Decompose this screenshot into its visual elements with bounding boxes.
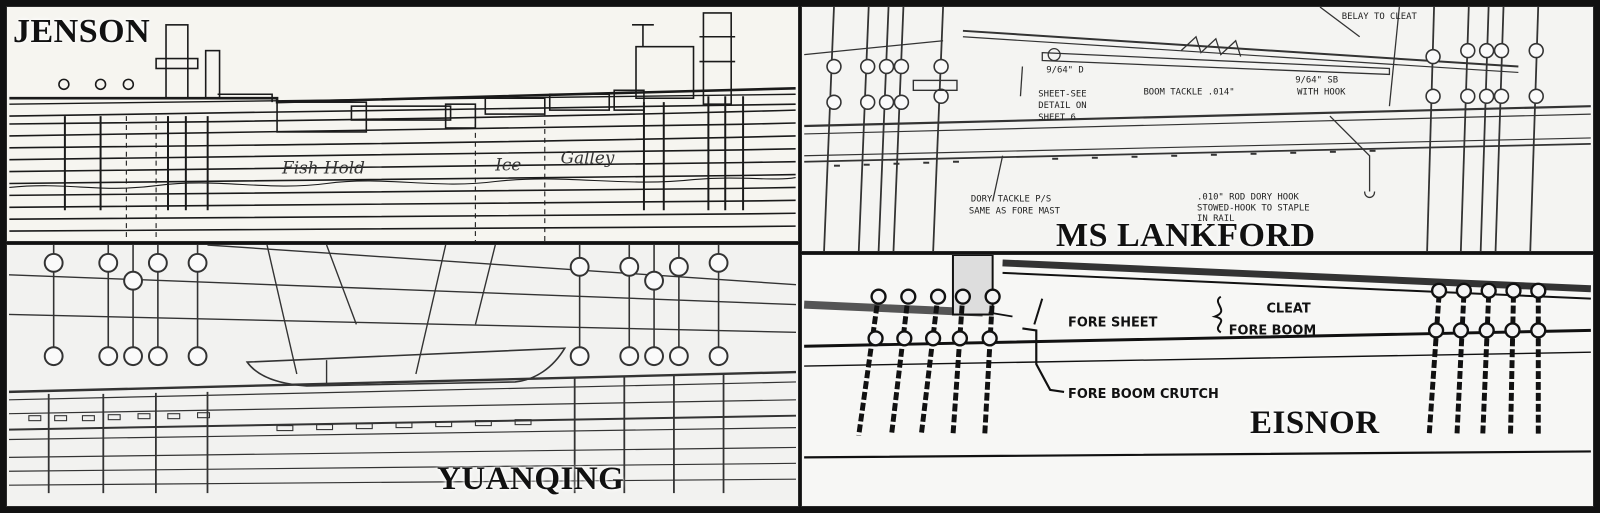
ice-label: Ice xyxy=(494,155,521,175)
note-dory-tackle-2: SAME AS FORE MAST xyxy=(969,206,1061,216)
eisnor-drawing: CLEAT FORE BOOM FORE SHEET FORE BOOM CRU… xyxy=(803,255,1592,459)
jenson-drawing: Fish Hold Ice Galley xyxy=(9,12,796,241)
lankford-drawing: BELAY TO CLEAT 9/64" D BOOM TACKLE .014"… xyxy=(804,7,1591,251)
note-sheet-see-1: SHEET-SEE xyxy=(1038,89,1086,99)
builder-label-lankford: MS LANKFORD xyxy=(1056,217,1316,252)
note-sheet-see-2: DETAIL ON xyxy=(1038,101,1086,111)
note-dory-tackle-1: DORY TACKLE P/S xyxy=(971,194,1051,204)
yuanqing-drawing xyxy=(8,245,797,494)
builder-label-eisnor: EISNOR xyxy=(1250,405,1380,441)
fish-hold-label: Fish Hold xyxy=(281,158,365,178)
galley-label: Galley xyxy=(561,148,615,168)
label-fore-sheet: FORE SHEET xyxy=(1068,315,1158,330)
lankford-plan-panel: BELAY TO CLEAT 9/64" D BOOM TACKLE .014"… xyxy=(801,6,1594,252)
builder-label-jenson: JENSON xyxy=(13,13,151,50)
builder-label-yuanqing: YUANQING xyxy=(437,461,625,497)
label-fore-boom: FORE BOOM xyxy=(1229,323,1316,338)
note-block-size: 9/64" D xyxy=(1046,65,1084,75)
note-rod-hook-1: .010" ROD DORY HOOK xyxy=(1197,192,1300,202)
jenson-plan-panel: Fish Hold Ice Galley JENSON xyxy=(6,6,799,242)
note-hook-size: 9/64" SB xyxy=(1295,75,1338,85)
label-cleat: CLEAT xyxy=(1266,302,1310,317)
note-rod-hook-3: IN RAIL xyxy=(1197,214,1235,224)
label-fore-boom-crutch: FORE BOOM CRUTCH xyxy=(1068,387,1219,402)
note-boom-tackle: BOOM TACKLE .014" xyxy=(1143,87,1234,97)
note-with-hook: WITH HOOK xyxy=(1297,87,1346,97)
note-belay-to-cleat: BELAY TO CLEAT xyxy=(1342,12,1418,22)
note-sheet-see-3: SHEET 6 xyxy=(1038,113,1076,123)
yuanqing-plan-panel: YUANQING xyxy=(6,244,799,507)
note-rod-hook-2: STOWED-HOOK TO STAPLE xyxy=(1197,203,1310,213)
eisnor-plan-panel: CLEAT FORE BOOM FORE SHEET FORE BOOM CRU… xyxy=(801,254,1594,507)
